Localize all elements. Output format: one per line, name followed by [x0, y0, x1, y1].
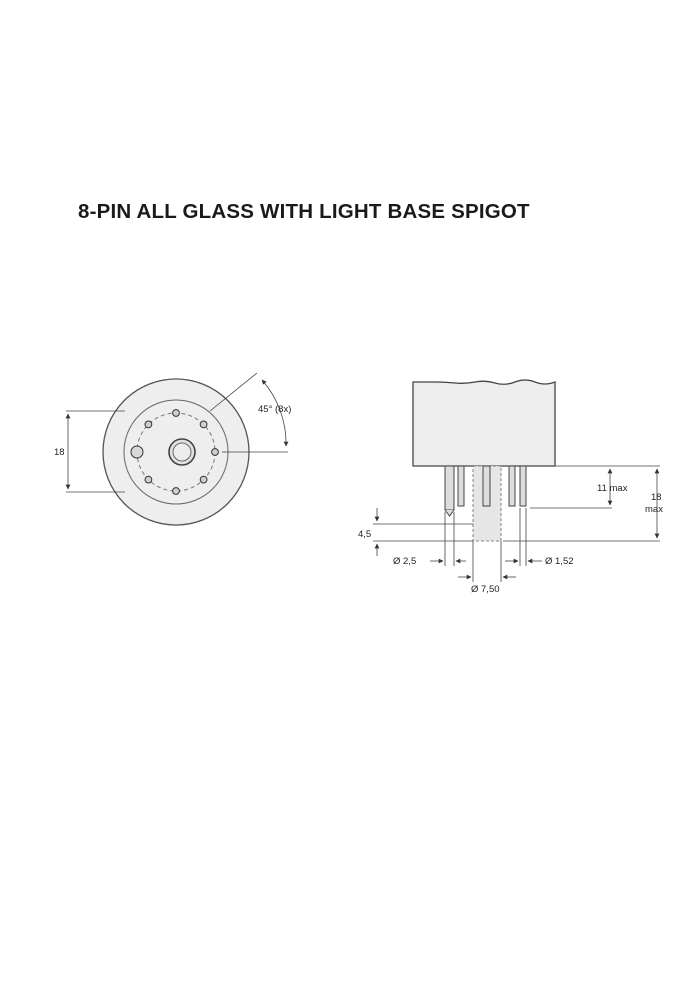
side-view: 11 max 18 max 4,5 Ø 2,5 Ø 1,52 Ø 7,50: [358, 379, 663, 595]
page-title: 8-PIN ALL GLASS WITH LIGHT BASE SPIGOT: [78, 200, 530, 223]
side-pins: [444, 465, 527, 517]
pin-length-label: 11 max: [597, 483, 628, 494]
spigot-diameter-label: Ø 7,50: [471, 584, 500, 595]
bottom-view: 18 45° (8x): [54, 372, 291, 526]
pin: [172, 487, 180, 495]
angle-label: 45° (8x): [258, 404, 291, 415]
pin: [199, 420, 208, 429]
pin: [144, 475, 153, 484]
pin-diameter-label: Ø 1,52: [545, 556, 574, 567]
pin: [144, 420, 153, 429]
diameter-label: 18: [54, 447, 65, 458]
overall-length-label-2: max: [645, 504, 663, 515]
spigot-inner-circle: [172, 442, 192, 462]
pin-group: [130, 409, 219, 495]
pin: [172, 409, 180, 417]
pin: [211, 448, 219, 456]
pin: [199, 475, 208, 484]
overall-length-label-1: 18: [651, 492, 662, 503]
envelope-body: [412, 379, 556, 467]
spigot-length-label: 4,5: [358, 529, 371, 540]
locating-pin: [130, 445, 144, 459]
locating-pin-diameter-label: Ø 2,5: [393, 556, 416, 567]
